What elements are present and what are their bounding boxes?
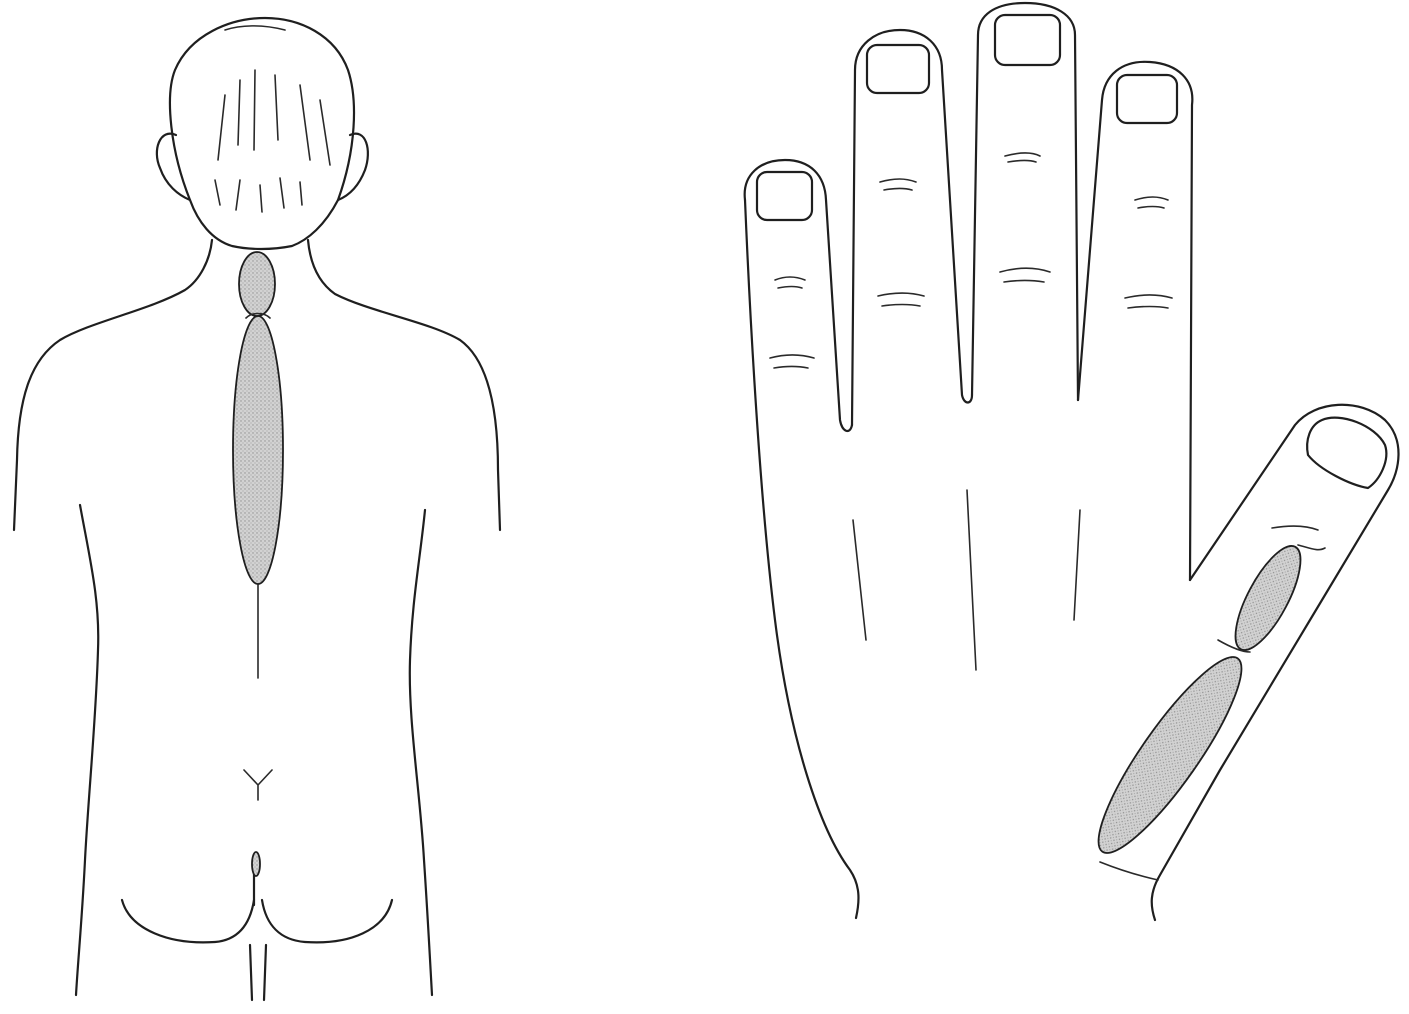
- palm-line-2: [967, 490, 976, 670]
- right-flank: [410, 510, 432, 995]
- little-finger-outline: [745, 160, 852, 431]
- torso-outline-right: [308, 240, 500, 530]
- head-outline: [170, 18, 354, 249]
- coccyx-mark: [252, 852, 260, 876]
- sacral-mark: [244, 770, 272, 800]
- thumb-proximal-phalanx-zone: [1223, 537, 1313, 658]
- middle-finger-nail: [995, 15, 1060, 65]
- thoracic-spine-zone: [233, 316, 283, 584]
- buttocks-left: [122, 900, 254, 942]
- torso-outline-left: [14, 240, 212, 530]
- thenar-base-crease: [1100, 862, 1158, 880]
- gluteal-cleft: [250, 870, 266, 1000]
- palm-line-3: [1074, 510, 1080, 620]
- hand-panel: [745, 3, 1399, 920]
- index-finger-outline: [1078, 62, 1192, 580]
- buttocks-right: [262, 900, 392, 942]
- thumb-outline: [1152, 405, 1399, 920]
- hair-lines: [215, 26, 330, 212]
- cervical-spine-zone: [239, 252, 275, 316]
- palm-left-edge: [745, 200, 858, 918]
- left-flank: [76, 505, 98, 995]
- thumb-nail: [1307, 418, 1386, 488]
- index-finger-nail: [1117, 75, 1177, 123]
- middle-finger-outline: [972, 3, 1078, 400]
- palm-line-1: [853, 520, 866, 640]
- thumb-metacarpal-zone: [1079, 642, 1260, 867]
- little-finger-nail: [757, 172, 812, 220]
- ring-finger-nail: [867, 45, 929, 93]
- back-panel: [14, 18, 500, 1000]
